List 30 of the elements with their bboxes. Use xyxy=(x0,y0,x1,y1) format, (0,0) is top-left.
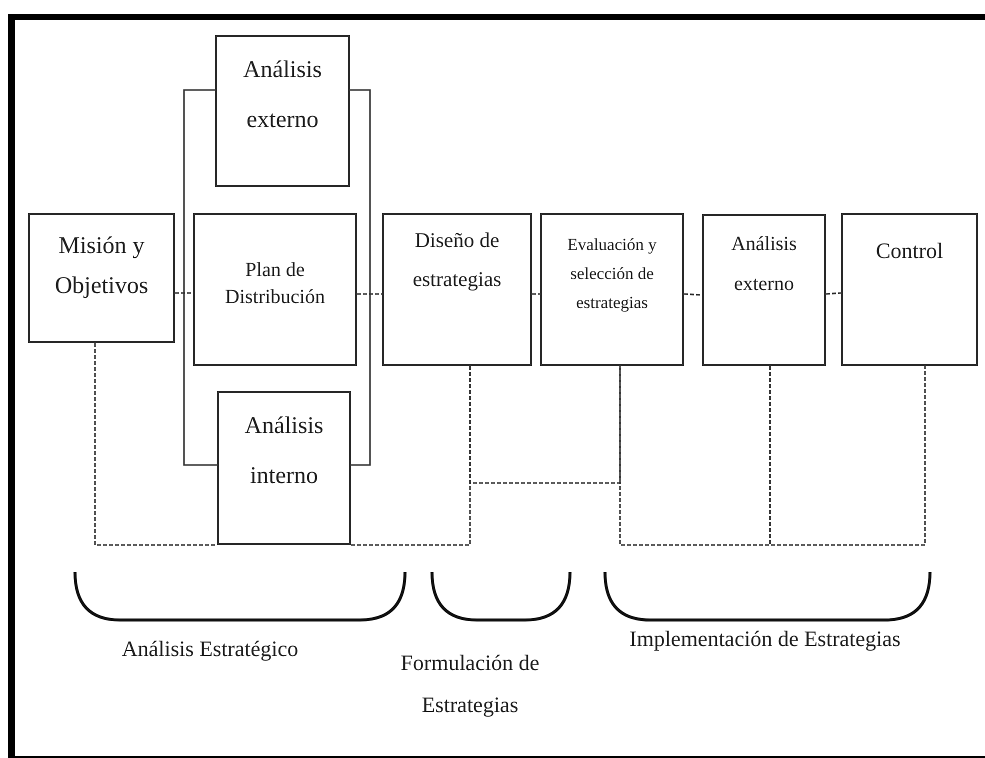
process-box xyxy=(841,213,978,366)
dashed-connector xyxy=(175,292,193,294)
dashed-connector xyxy=(469,366,621,484)
process-box xyxy=(193,213,357,366)
dashed-connector xyxy=(94,343,217,546)
dashed-connector xyxy=(769,366,926,546)
box-text: Análisis interno xyxy=(244,412,324,492)
process-box xyxy=(382,213,532,366)
box-text: Plan de Distribución xyxy=(224,258,326,310)
dashed-connector xyxy=(532,293,540,295)
dashed-connector xyxy=(619,366,771,546)
process-box xyxy=(28,213,175,343)
box-text: Diseño de estrategias xyxy=(412,227,502,293)
phase-label: Análisis Estratégico xyxy=(120,635,300,663)
process-box xyxy=(702,214,826,366)
dashed-connector xyxy=(826,292,842,295)
box-text: Evaluación y selección de estrategias xyxy=(566,234,658,314)
box-text: Control xyxy=(876,237,944,265)
box-text: Misión y Objetivos xyxy=(54,232,150,301)
process-box xyxy=(540,213,684,366)
box-text: Análisis externo xyxy=(730,232,798,297)
process-box xyxy=(215,35,350,187)
phase-label: Implementación de Estrategias xyxy=(628,625,902,653)
dashed-connector xyxy=(684,293,702,296)
process-box xyxy=(217,391,351,545)
connector-line xyxy=(183,89,217,466)
phase-label: Formulación de Estrategias xyxy=(400,649,540,719)
dashed-connector xyxy=(357,293,382,295)
box-text: Análisis externo xyxy=(242,56,323,136)
connector-line xyxy=(350,89,371,466)
